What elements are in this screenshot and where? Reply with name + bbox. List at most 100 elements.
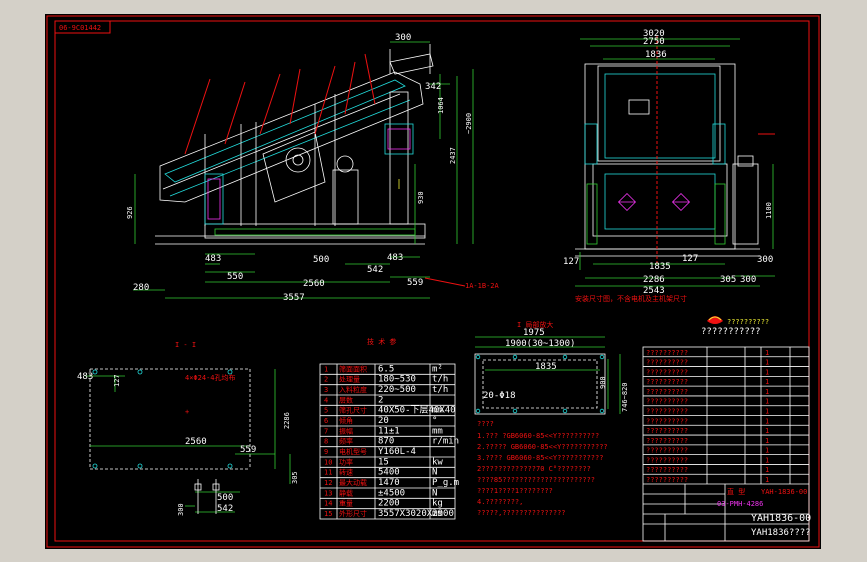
spec-row-value: 2 [378, 395, 383, 405]
parts-row-name: ?????????? [646, 368, 688, 376]
parts-row-name: ?????????? [646, 408, 688, 416]
dim-930: 930 [417, 191, 425, 204]
plan-view: I - I + 483 127 4×Φ24-4孔均布 2560 559 2286… [77, 341, 299, 516]
dim-2560: 2560 [303, 279, 325, 289]
spec-row-index: 11 [324, 469, 332, 477]
dim-1100: 1100 [765, 202, 773, 219]
spec-row-value: 5400 [378, 468, 400, 478]
spec-row-unit: kw [432, 457, 443, 467]
dim-500: 500 [313, 255, 329, 265]
parts-row-name: ?????????? [646, 388, 688, 396]
parts-row-name: ?????????? [646, 398, 688, 406]
dim-127a: 127 [563, 257, 579, 267]
plan-center-mark: + [185, 408, 189, 416]
dim-2750: 2750 [643, 37, 665, 47]
dim-305: 305 [720, 275, 736, 285]
spec-row-index: 6 [324, 417, 328, 425]
spec-row-index: 1 [324, 365, 328, 373]
dim-542: 542 [367, 265, 383, 275]
spec-row-unit: t/h [432, 385, 448, 395]
detail-view: I 局部放大 1975 1900(30~1300) 1835 20-Φ18 90… [474, 320, 629, 415]
note-line: 2?????????????70 C°???????? [477, 465, 591, 473]
parts-row-qty: 1 [765, 447, 769, 455]
plan-dim-542: 542 [217, 504, 233, 514]
dim-2543: 2543 [643, 286, 665, 296]
spec-row-unit: mm [432, 509, 443, 519]
spec-row-index: 8 [324, 438, 328, 446]
spec-row-index: 12 [324, 479, 332, 487]
spec-row-value: Y160L-4 [378, 447, 416, 457]
dim-1064: 1064 [437, 97, 445, 114]
spec-row-value: 1470 [378, 478, 400, 488]
spec-row-key: 倾角 [339, 416, 353, 425]
front-view: 3020 2750 1836 1100 127 127 1835 2286 25… [563, 29, 775, 303]
spec-row-value: 20 [378, 416, 389, 426]
parts-row-name: ?????????? [646, 437, 688, 445]
spec-row-unit: m² [432, 364, 443, 374]
parts-row-qty: 1 [765, 349, 769, 357]
parts-row-name: ?????????? [646, 456, 688, 464]
dim-926: 926 [126, 206, 134, 219]
dim-559: 559 [407, 278, 423, 288]
dim-1975: 1975 [523, 328, 545, 338]
product-name: 直 型 [727, 487, 745, 496]
dim-2437: 2437 [449, 147, 457, 164]
spec-row-index: 5 [324, 407, 328, 415]
dim-3557: 3557 [283, 293, 305, 303]
dim-280: 280 [133, 283, 149, 293]
spec-row-key: 频率 [339, 437, 353, 446]
parts-row-name: ?????????? [646, 359, 688, 367]
dim-1835: 1835 [535, 362, 557, 372]
note-line: 3.???? GB6060-85<<Y??????????? [477, 454, 603, 462]
spec-row-value: 220~500 [378, 385, 416, 395]
dim-1835: 1835 [649, 262, 671, 272]
front-caption: 安装尺寸图，不含电机及主机架尺寸 [575, 294, 687, 303]
parts-row-name: ?????????? [646, 378, 688, 386]
notes-heading: ???? [477, 420, 494, 428]
hole-label: 4×Φ24-4孔均布 [185, 373, 236, 382]
note-line: ????85?????????????????????? [477, 476, 595, 484]
parts-row-qty: 1 [765, 408, 769, 416]
dim-483b: 483 [387, 253, 403, 263]
inner-frame [54, 20, 810, 542]
parts-row-qty: 1 [765, 388, 769, 396]
logo-icon [707, 316, 723, 324]
plan-dim-300: 300 [177, 503, 185, 516]
spec-title: 技 术 参 [367, 337, 396, 346]
spec-row-index: 7 [324, 427, 328, 435]
dim-305: 305 [291, 471, 299, 484]
parts-row-qty: 1 [765, 476, 769, 484]
spec-row-unit: N [432, 488, 437, 498]
spec-row-value: 40X50-下层40X40 [378, 405, 456, 416]
parts-row-qty: 1 [765, 417, 769, 425]
parts-row-qty: 1 [765, 427, 769, 435]
title-block: ?????????? ??????????? ??????????1??????… [642, 316, 811, 542]
hole-note: 20-Φ18 [483, 391, 516, 401]
parts-row-name: ?????????? [646, 417, 688, 425]
parts-row-name: ?????????? [646, 427, 688, 435]
spec-row-key: 筛面面积 [339, 364, 367, 373]
code1: YAH-1836-00 [761, 488, 807, 496]
parts-row-qty: 1 [765, 437, 769, 445]
parts-row-qty: 1 [765, 456, 769, 464]
logo-text: ?????????? [727, 318, 769, 326]
spec-row-unit: P_g.m [432, 478, 459, 488]
spec-row-unit: t/h [432, 375, 448, 385]
note-line: 1.??? ?GB6060-85<<Y?????????? [477, 432, 599, 440]
spec-row-index: 9 [324, 448, 328, 456]
detail-title: I 局部放大 [517, 320, 553, 329]
spec-row-index: 14 [324, 500, 332, 508]
plan-title: I - I [175, 341, 196, 349]
drawing-sheet: 06-9C01442 [45, 14, 821, 549]
dim-300a: 300 [740, 275, 756, 285]
dim-2286: 2286 [283, 412, 291, 429]
note-line: ????1????1???????? [477, 487, 553, 495]
parts-row-name: ?????????? [646, 447, 688, 455]
dim-559: 559 [240, 445, 256, 455]
spec-row-key: 重量 [339, 500, 353, 508]
spec-row-value: 3557X3020X2900 [378, 509, 454, 519]
spec-row-key: 层数 [339, 395, 353, 404]
spec-row-unit: mm [432, 406, 443, 416]
spec-row-key: 静载 [339, 488, 353, 497]
dim-746: 746~820 [621, 382, 629, 412]
